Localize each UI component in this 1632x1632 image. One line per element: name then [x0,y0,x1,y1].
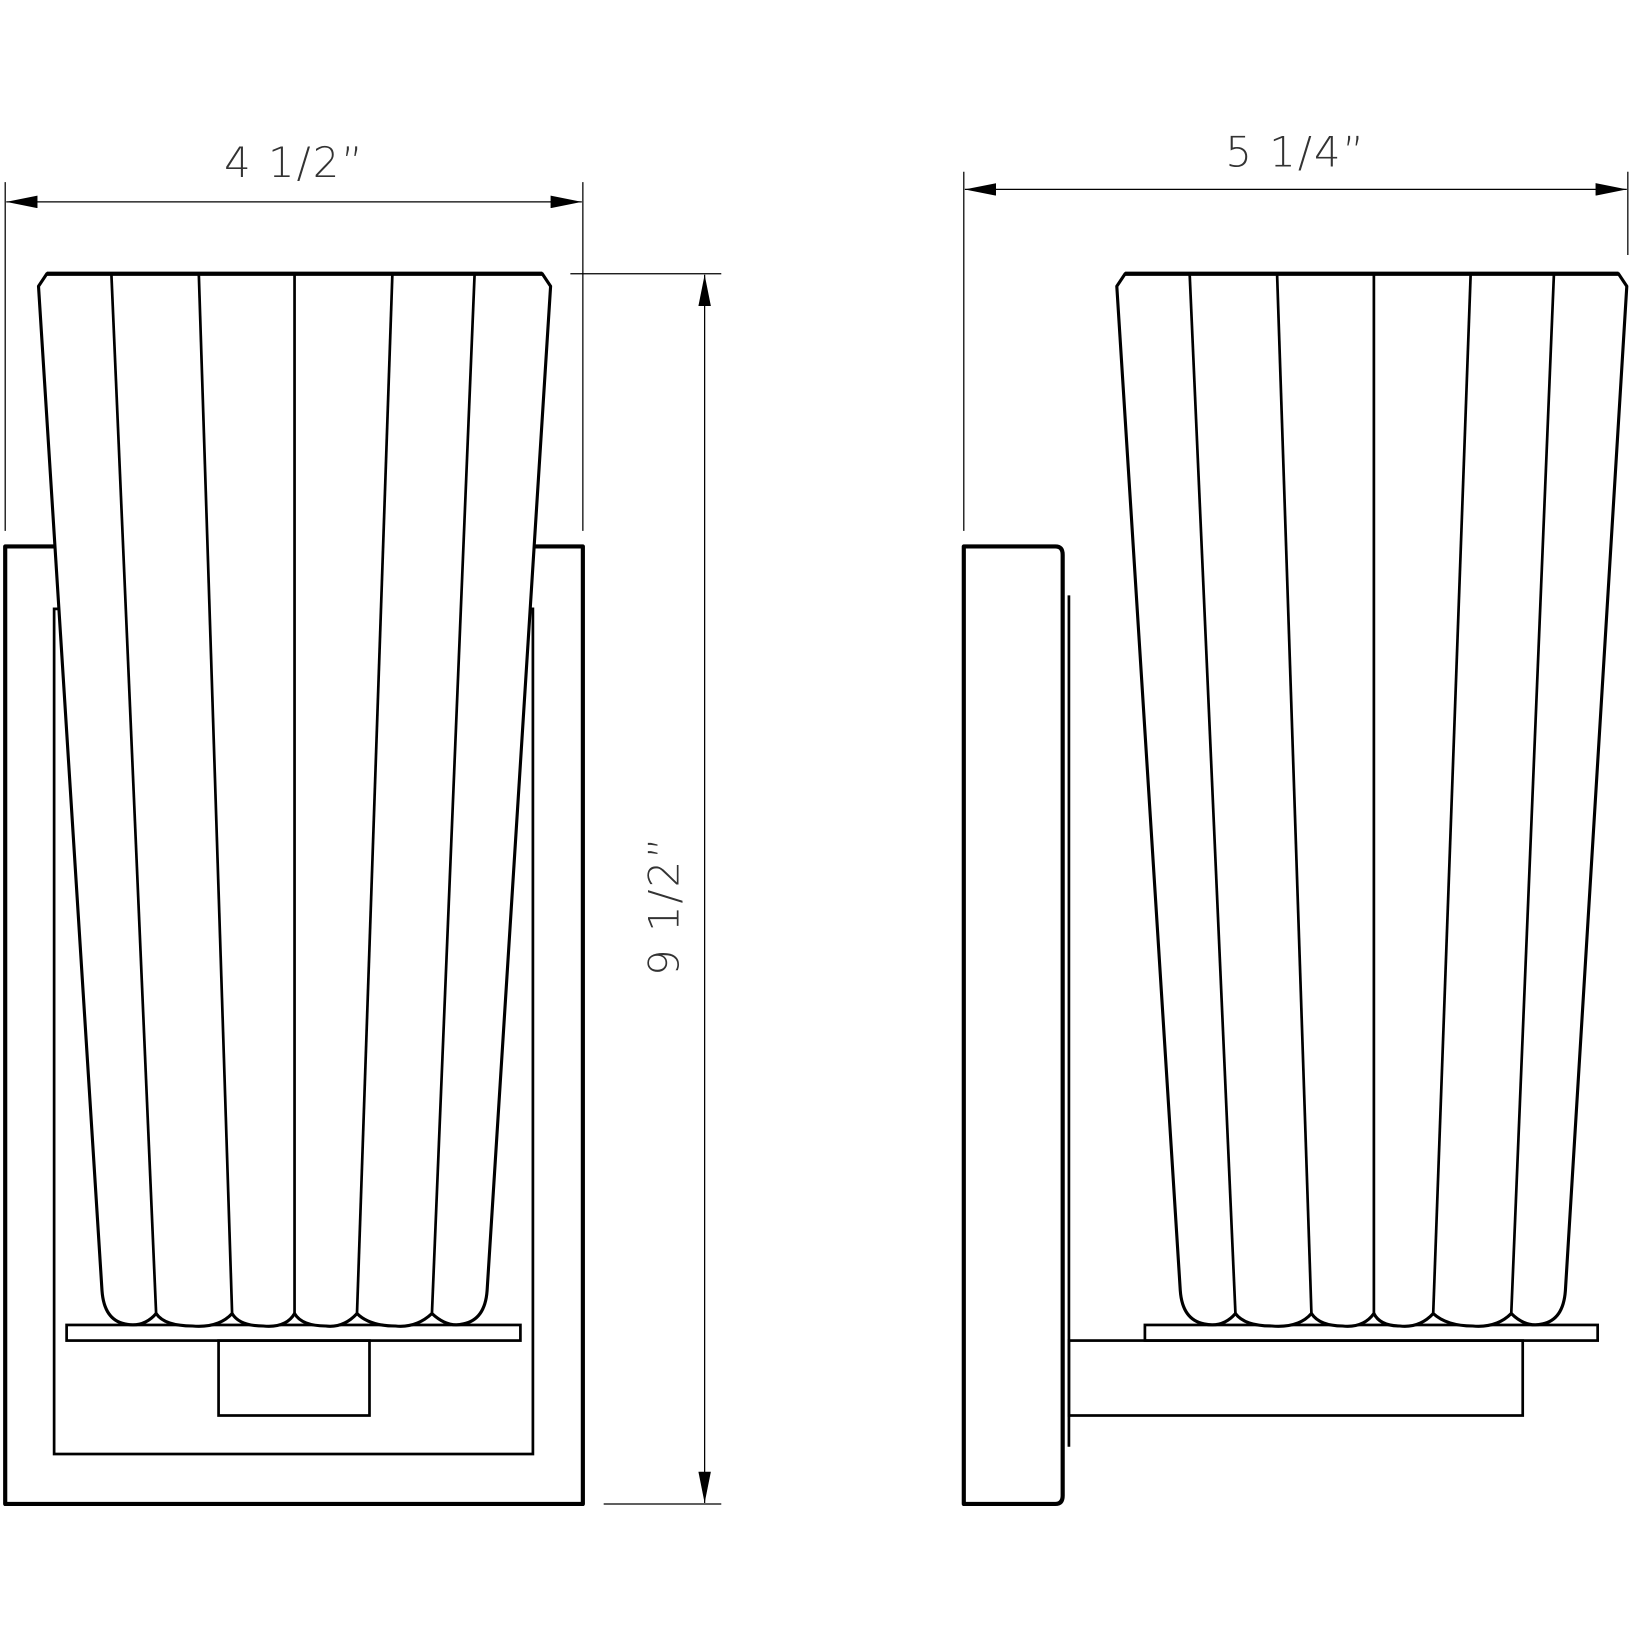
depth-label: 5 1/4” [1225,128,1366,177]
depth-dimension: 5 1/4” [963,128,1629,531]
height-label: 9 1/2” [640,835,689,976]
backplate-side [961,544,1065,1507]
stem [217,1339,371,1417]
arm [1067,1339,1525,1417]
height-dimension: 9 1/2” [570,273,722,1505]
shade-holder-plate [65,1323,522,1342]
glass-shade-side [1115,271,1629,1328]
front-view: 4 1/2” 9 1/2” [3,138,722,1507]
side-view: 5 1/4” [961,128,1629,1507]
glass-shade [36,271,553,1328]
width-label: 4 1/2” [224,138,365,187]
shade-holder-plate-side [1143,1323,1600,1342]
width-dimension: 4 1/2” [4,138,584,531]
